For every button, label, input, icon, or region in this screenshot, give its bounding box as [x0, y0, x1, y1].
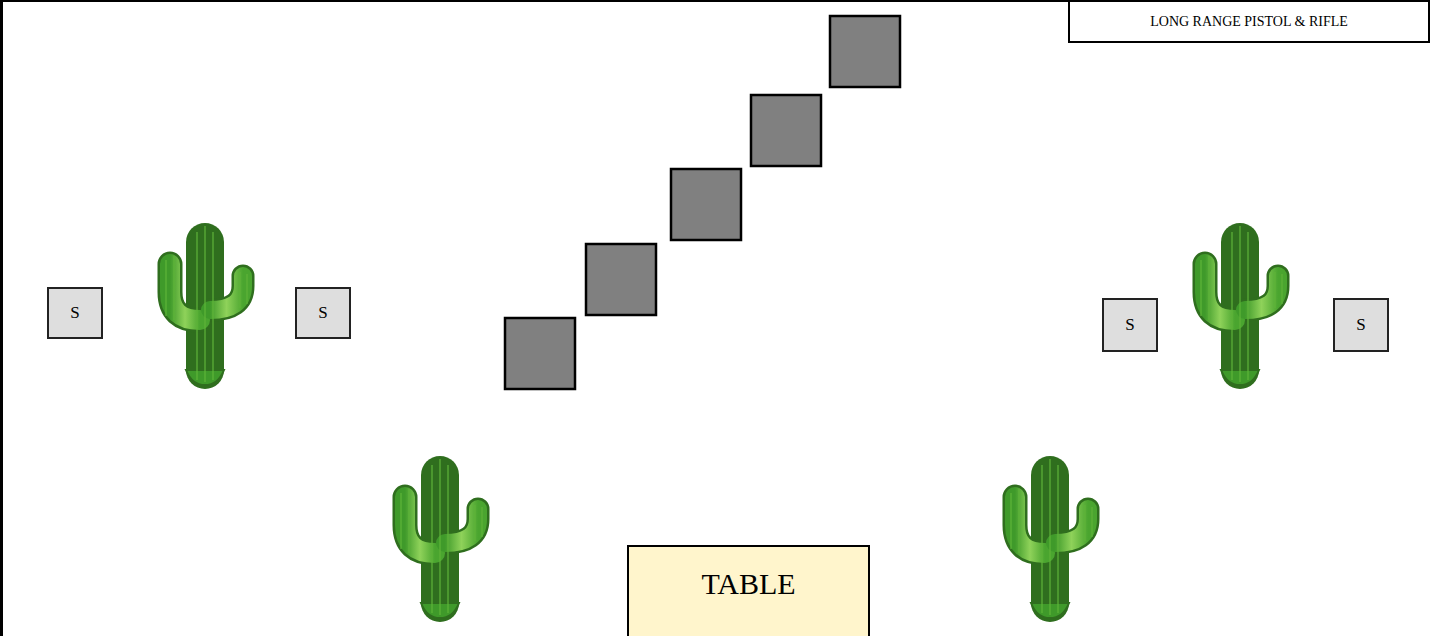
cactus [401, 459, 482, 618]
cactus [1011, 459, 1092, 618]
cactus [1201, 226, 1282, 385]
position-label: S [70, 303, 79, 323]
table-label: TABLE [701, 567, 795, 601]
title-box: LONG RANGE PISTOL & RIFLE [1068, 0, 1430, 43]
position-label: S [1125, 315, 1134, 335]
shooting-position-box: S [295, 287, 351, 339]
frame-left [0, 0, 3, 636]
shooting-position-box: S [1333, 298, 1389, 352]
position-label: S [1356, 315, 1365, 335]
title-text: LONG RANGE PISTOL & RIFLE [1150, 14, 1348, 30]
shooting-position-box: S [1102, 298, 1158, 352]
cactus [166, 226, 247, 385]
table-box: TABLE [627, 545, 870, 636]
position-label: S [318, 303, 327, 323]
steel-targets [505, 16, 900, 389]
shooting-position-box: S [47, 287, 103, 339]
